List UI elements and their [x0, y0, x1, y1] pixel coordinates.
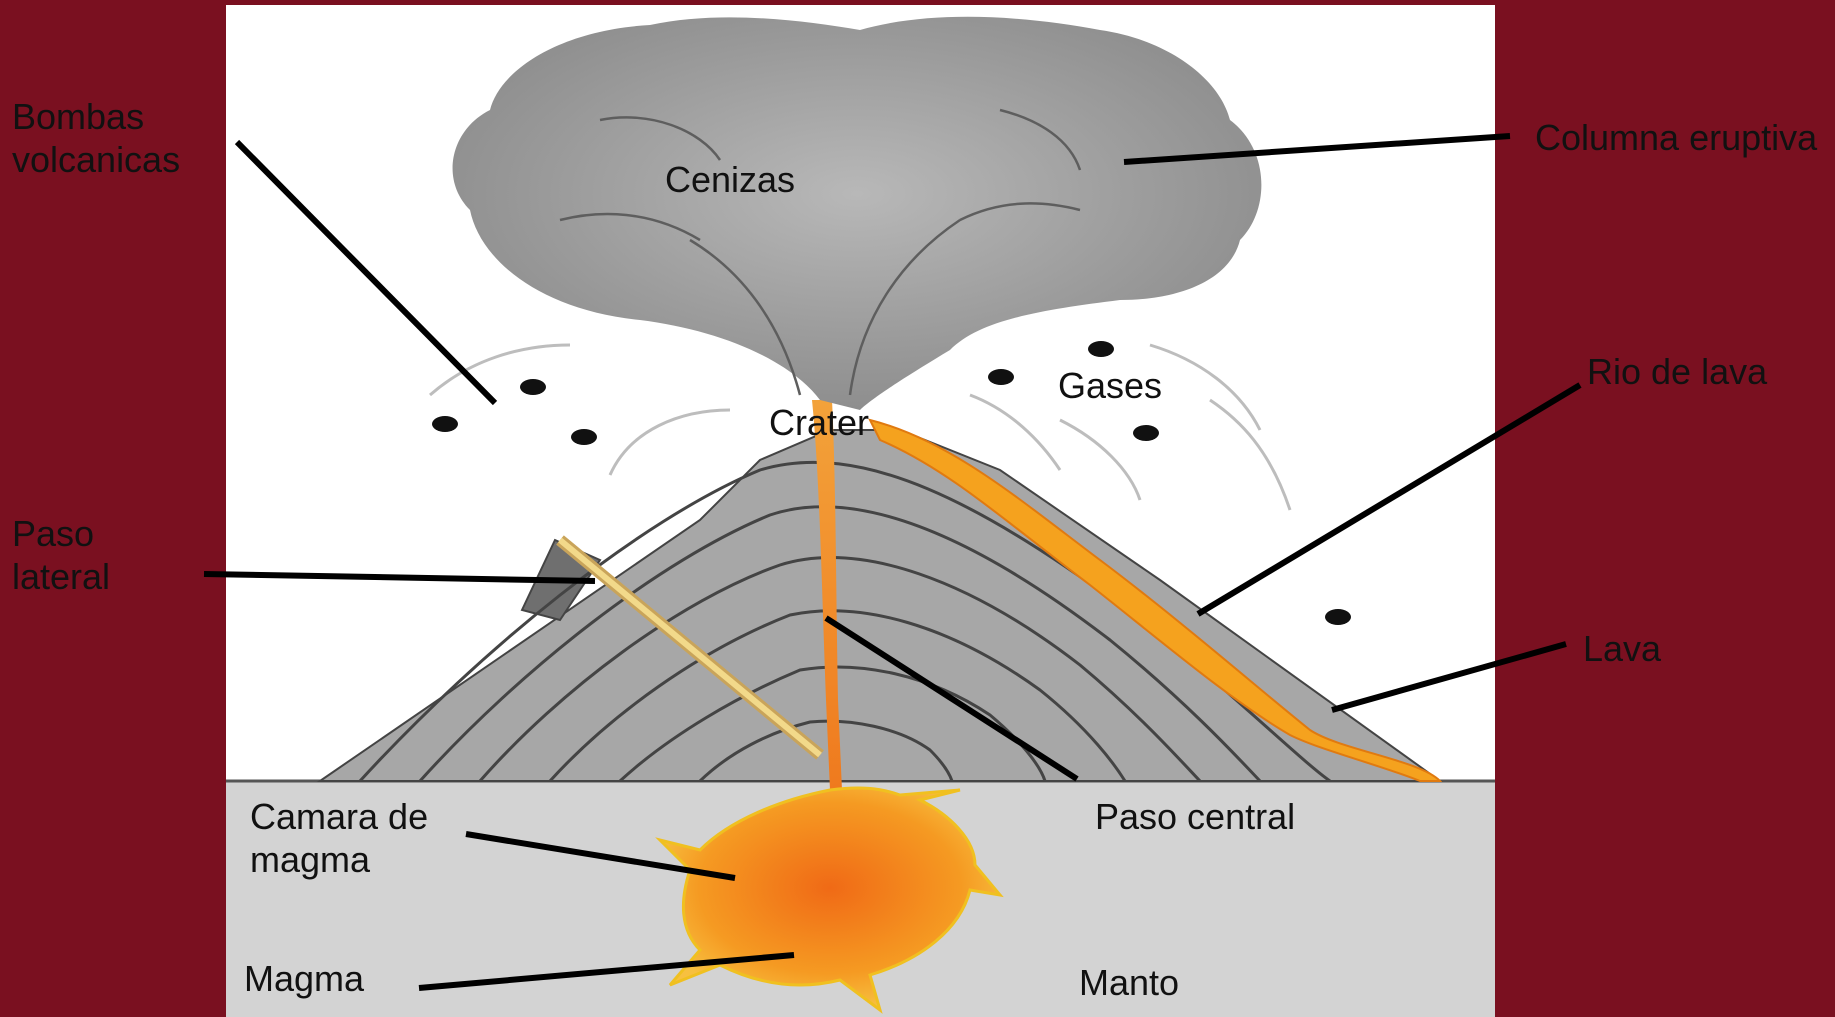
label-paso-lateral-2: lateral: [12, 555, 110, 598]
label-lava: Lava: [1583, 627, 1661, 670]
label-columna-eruptiva: Columna eruptiva: [1535, 116, 1817, 159]
label-rio-de-lava: Rio de lava: [1587, 350, 1767, 393]
label-bombas-2: volcanicas: [12, 138, 180, 181]
label-crater: Crater: [769, 401, 869, 444]
label-camara-1: Camara de: [250, 795, 428, 838]
bomb: [988, 369, 1014, 385]
label-manto: Manto: [1079, 961, 1179, 1004]
bomb: [432, 416, 458, 432]
label-cenizas: Cenizas: [665, 158, 795, 201]
bomb: [1325, 609, 1351, 625]
label-gases: Gases: [1058, 364, 1162, 407]
label-camara-2: magma: [250, 838, 370, 881]
bomb: [520, 379, 546, 395]
label-paso-lateral-1: Paso: [12, 512, 94, 555]
label-bombas-1: Bombas: [12, 95, 144, 138]
bomb: [1088, 341, 1114, 357]
label-paso-central: Paso central: [1095, 795, 1295, 838]
bomb: [571, 429, 597, 445]
label-magma: Magma: [244, 957, 364, 1000]
bomb: [1133, 425, 1159, 441]
